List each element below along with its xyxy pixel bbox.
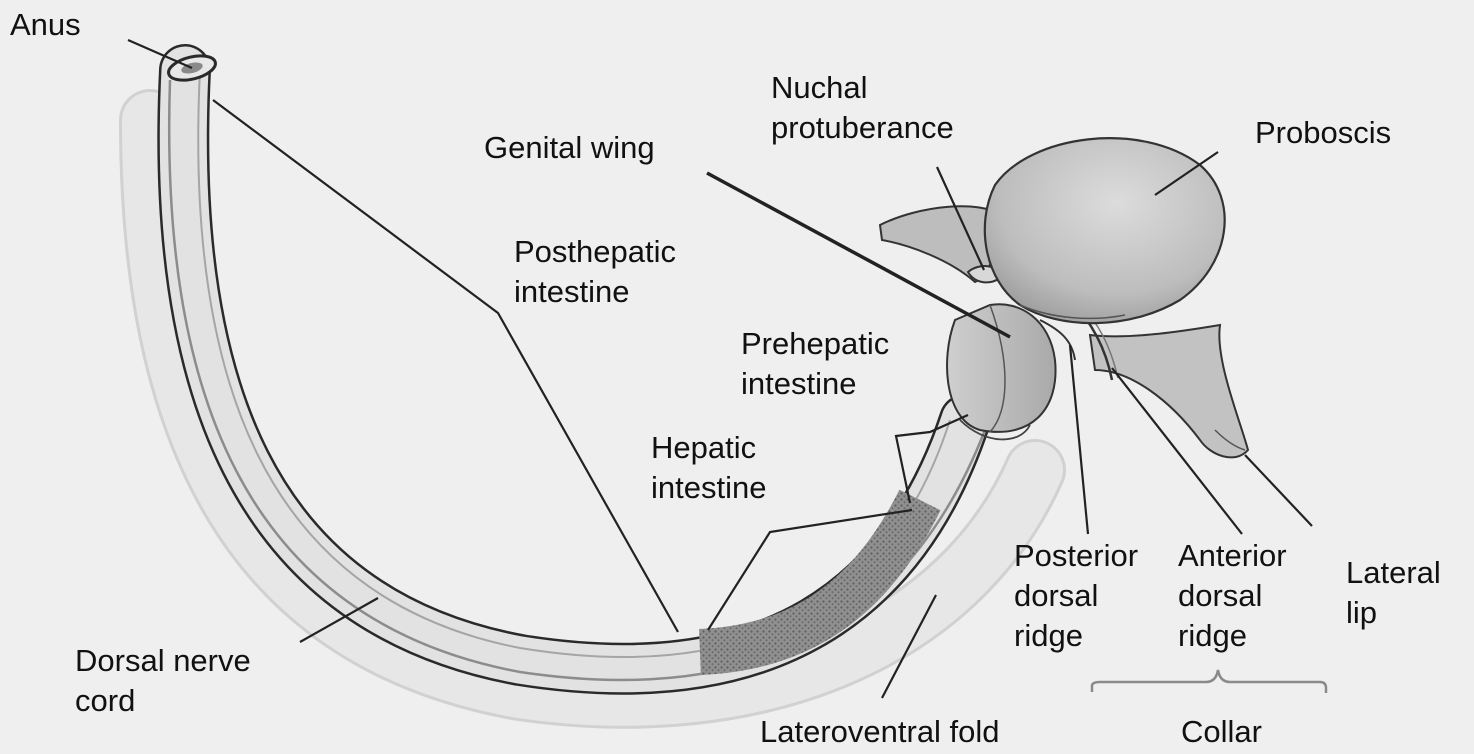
leader-posterior-ridge: [1070, 345, 1088, 534]
proboscis-shape: [985, 138, 1225, 323]
label-anterior-line-2: dorsal: [1178, 576, 1287, 616]
label-prehepatic-line-2: intestine: [741, 364, 889, 404]
label-hepatic-intestine: Hepatic intestine: [651, 428, 766, 508]
label-dorsal-nerve-line-1: Dorsal nerve: [75, 641, 251, 681]
label-dorsal-nerve-cord: Dorsal nerve cord: [75, 641, 251, 721]
label-anus: Anus: [10, 5, 81, 45]
label-posterior-line-2: dorsal: [1014, 576, 1138, 616]
label-posthepatic-intestine: Posthepatic intestine: [514, 232, 676, 312]
lateroventral-fold-shape: [150, 120, 1035, 698]
label-anterior-dorsal-ridge: Anterior dorsal ridge: [1178, 536, 1287, 656]
label-nuchal-line-2: protuberance: [771, 108, 954, 148]
label-posterior-line-3: ridge: [1014, 616, 1138, 656]
label-collar: Collar: [1181, 712, 1262, 752]
label-nuchal-line-1: Nuchal: [771, 68, 954, 108]
label-anterior-line-3: ridge: [1178, 616, 1287, 656]
label-lateroventral-fold: Lateroventral fold: [760, 712, 1000, 752]
leader-lateral-lip: [1245, 455, 1312, 526]
label-anterior-line-1: Anterior: [1178, 536, 1287, 576]
label-hepatic-line-1: Hepatic: [651, 428, 766, 468]
label-nuchal-protuberance: Nuchal protuberance: [771, 68, 954, 148]
label-prehepatic-line-1: Prehepatic: [741, 324, 889, 364]
label-prehepatic-intestine: Prehepatic intestine: [741, 324, 889, 404]
collar-brace: [1092, 670, 1326, 693]
label-hepatic-line-2: intestine: [651, 468, 766, 508]
label-posthepatic-line-1: Posthepatic: [514, 232, 676, 272]
label-lateral-line-2: lip: [1346, 593, 1441, 633]
label-posterior-line-1: Posterior: [1014, 536, 1138, 576]
label-genital-wing: Genital wing: [484, 128, 655, 168]
label-posterior-dorsal-ridge: Posterior dorsal ridge: [1014, 536, 1138, 656]
label-dorsal-nerve-line-2: cord: [75, 681, 251, 721]
label-lateral-line-1: Lateral: [1346, 553, 1441, 593]
label-posthepatic-line-2: intestine: [514, 272, 676, 312]
label-proboscis: Proboscis: [1255, 113, 1391, 153]
label-lateral-lip: Lateral lip: [1346, 553, 1441, 633]
